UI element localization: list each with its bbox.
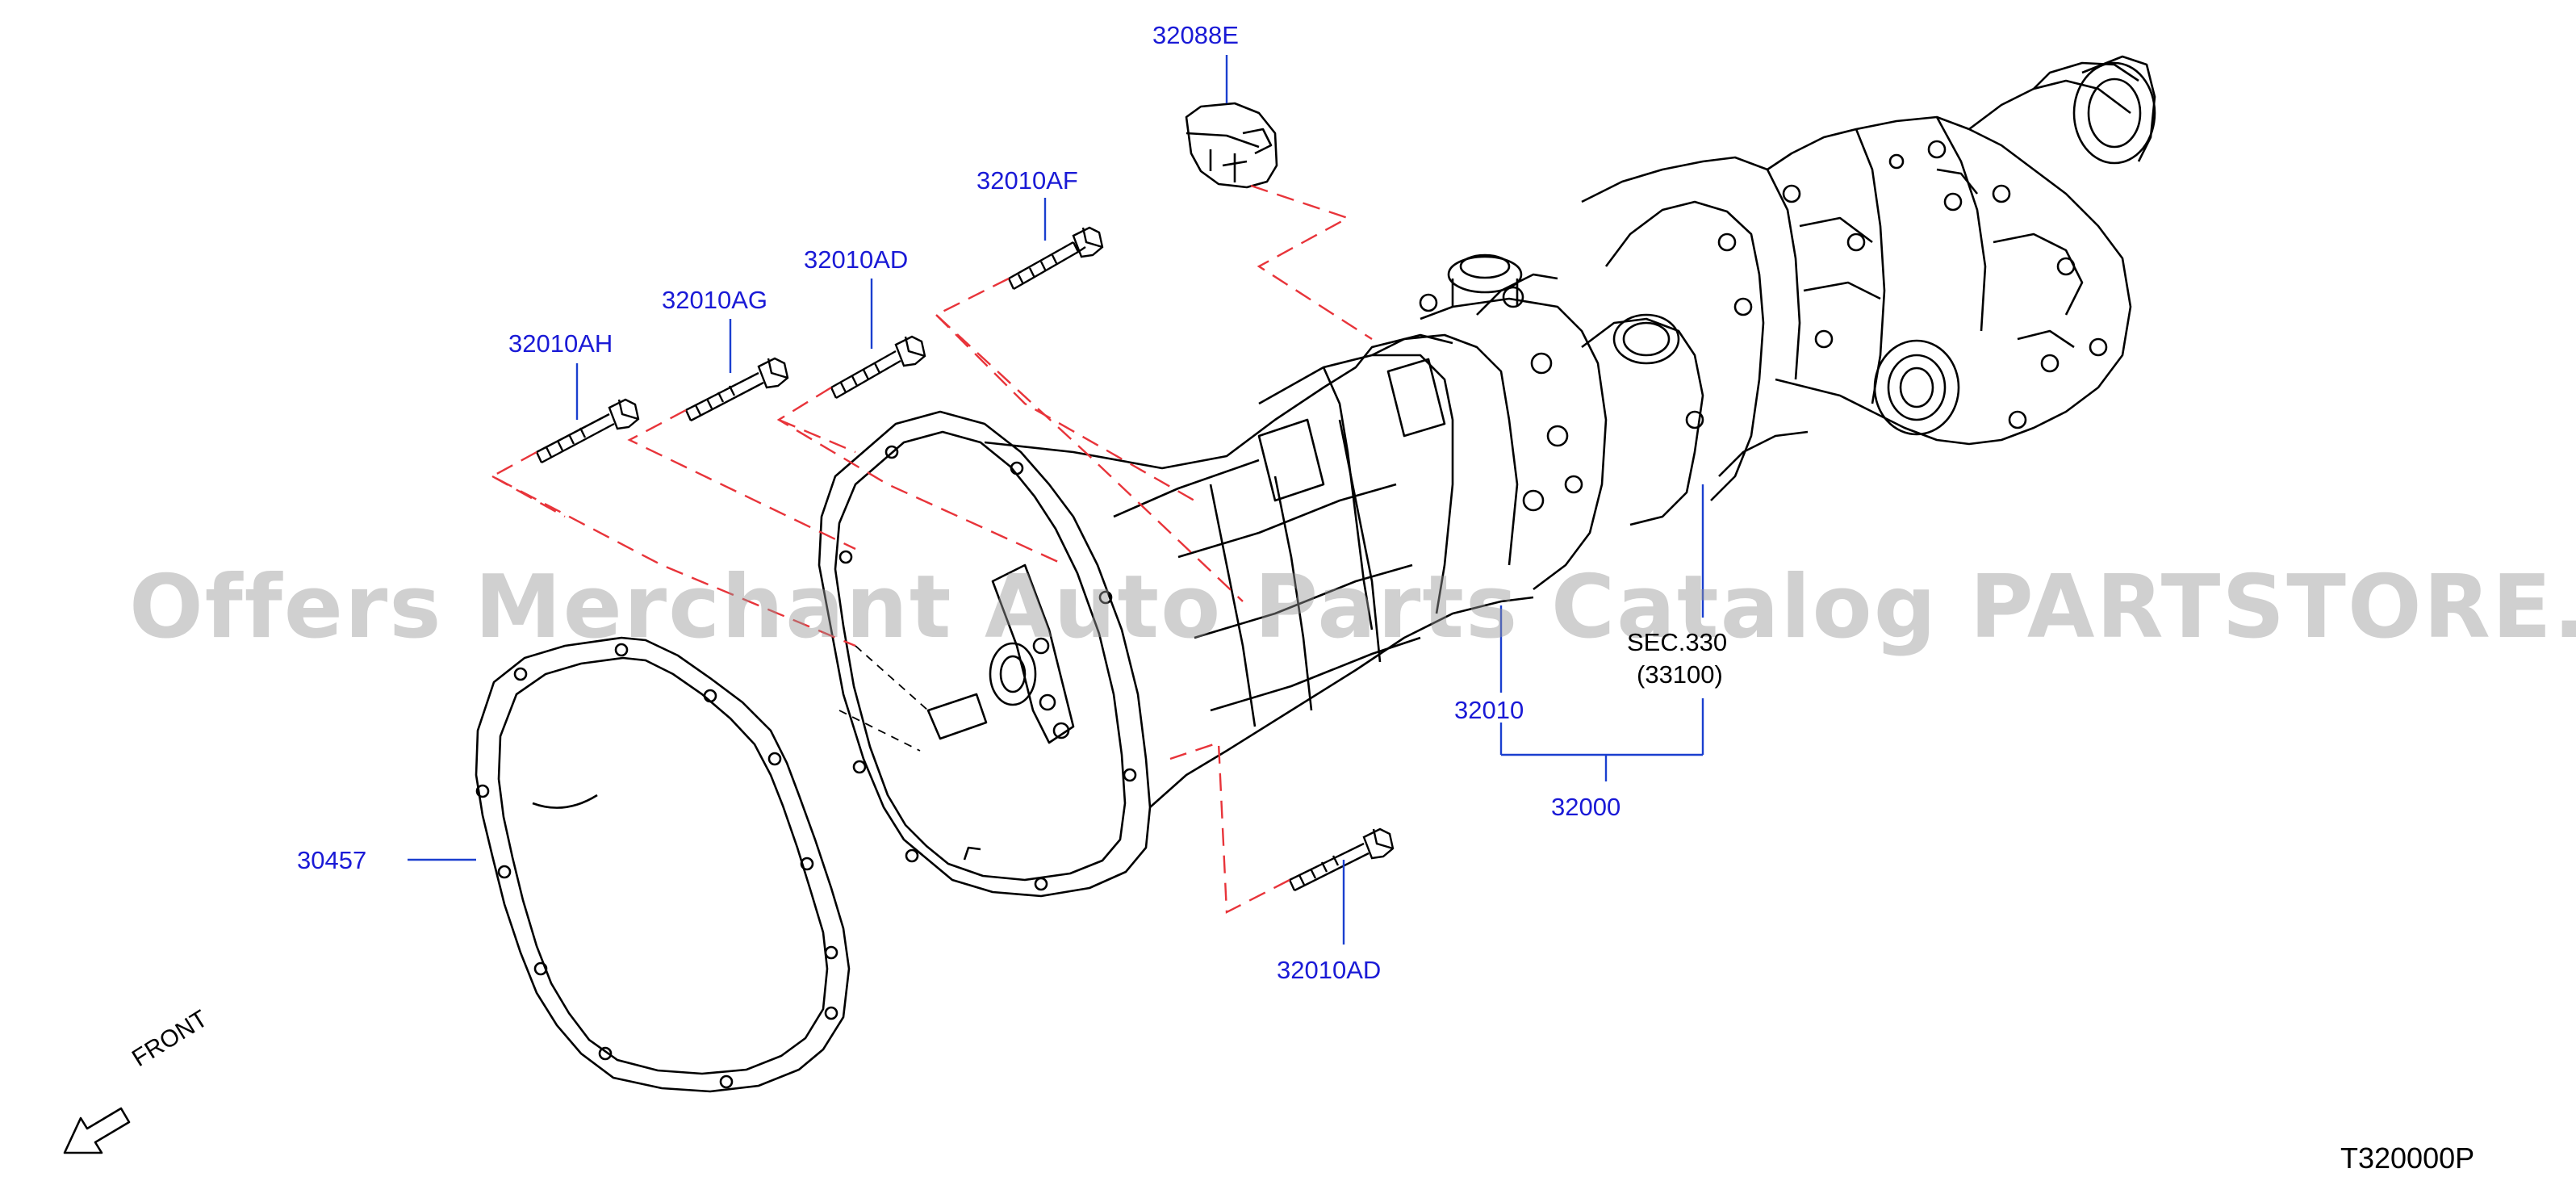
bolt-32010AF[interactable] xyxy=(1007,226,1104,291)
installation-guides xyxy=(490,184,1373,914)
part-label-33100[interactable]: (33100) xyxy=(1637,660,1723,689)
watermark: Offers Merchant Auto Parts Catalog PARTS… xyxy=(129,557,2576,658)
section-ref[interactable]: SEC.330 xyxy=(1627,628,1727,657)
part-label-32010AF[interactable]: 32010AF xyxy=(976,166,1078,195)
diagram-code: T320000P xyxy=(2340,1141,2475,1175)
bolt-32010AG[interactable] xyxy=(684,357,789,422)
part-label-32010AH[interactable]: 32010AH xyxy=(508,329,613,358)
part-label-32010AD-bottom[interactable]: 32010AD xyxy=(1277,956,1382,984)
front-arrow-icon xyxy=(63,1107,131,1154)
transmission-case-32010[interactable] xyxy=(818,200,1765,898)
bolt-32010AD-bottom[interactable] xyxy=(1288,827,1395,892)
plug-32088E[interactable] xyxy=(1185,102,1278,189)
part-label-32000[interactable]: 32000 xyxy=(1551,793,1621,821)
leader-lines xyxy=(408,55,1704,945)
part-label-32010AG[interactable]: 32010AG xyxy=(662,286,767,314)
section-prefix: SEC. xyxy=(1627,628,1686,656)
part-label-32088E[interactable]: 32088E xyxy=(1152,21,1239,49)
section-number: 330 xyxy=(1685,628,1728,656)
gasket-30457[interactable] xyxy=(475,636,851,1093)
bolt-32010AD-top[interactable] xyxy=(830,335,926,400)
part-label-32010AD-top[interactable]: 32010AD xyxy=(804,245,909,274)
bolt-32010AH[interactable] xyxy=(535,398,640,464)
part-label-32010[interactable]: 32010 xyxy=(1454,696,1524,724)
part-label-30457[interactable]: 30457 xyxy=(297,846,367,874)
hidden-lines xyxy=(838,645,929,752)
transfer-assembly-33100[interactable] xyxy=(1581,55,2156,477)
